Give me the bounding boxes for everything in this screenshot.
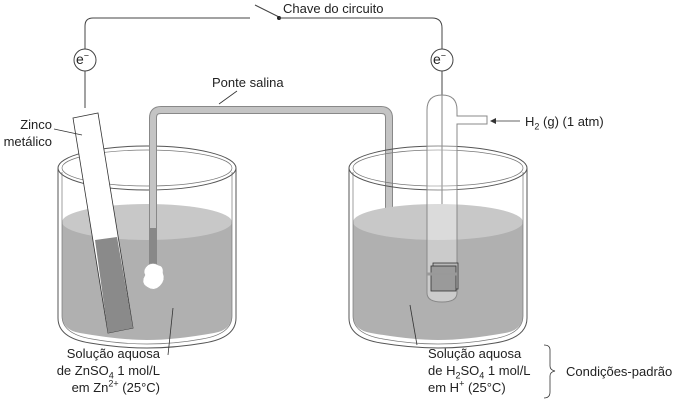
salt-bridge-leader bbox=[218, 90, 238, 105]
h2-state: (g) (1 atm) bbox=[539, 114, 604, 129]
conditions-label: Condições-padrão bbox=[566, 364, 673, 379]
electron-charge: − bbox=[83, 50, 90, 61]
zinc-label: Zinco metálico bbox=[0, 116, 52, 150]
left-solution-line2: de ZnSO4 1 mol/L bbox=[40, 362, 160, 381]
left-solution-line1: Solução aquosa bbox=[66, 346, 160, 361]
zinc-label-line1: Zinco bbox=[20, 117, 52, 132]
subscript: 2 bbox=[455, 370, 461, 381]
subscript: 4 bbox=[108, 370, 114, 381]
electron-label-right: e− bbox=[433, 51, 446, 68]
wire-right bbox=[279, 17, 443, 270]
superscript: 2+ bbox=[108, 378, 119, 389]
left-solution-leader bbox=[167, 307, 174, 356]
text: SO bbox=[460, 363, 480, 378]
platinum-plate bbox=[430, 265, 457, 292]
text: de H bbox=[428, 363, 456, 378]
text: (25°C) bbox=[464, 380, 506, 395]
hydrogen-electrode bbox=[426, 94, 488, 303]
subscript: 4 bbox=[479, 370, 485, 381]
wire-left bbox=[84, 17, 250, 108]
conditions-brace bbox=[543, 344, 556, 399]
zinc-electrode bbox=[72, 112, 134, 334]
salt-bridge-label: Ponte salina bbox=[212, 75, 284, 90]
switch-lever bbox=[254, 4, 280, 18]
cotton-plug-left bbox=[142, 263, 165, 290]
zinc-label-line2: metálico bbox=[3, 134, 52, 149]
electron-charge: − bbox=[440, 50, 447, 61]
text: em H bbox=[428, 380, 460, 395]
right-solution-label: Solução aquosa de H2SO4 1 mol/L em H+ (2… bbox=[428, 345, 531, 396]
electron-indicator-right bbox=[430, 48, 454, 72]
h2-label: H2 (g) (1 atm) bbox=[525, 113, 604, 132]
text: 1 mol/L bbox=[113, 363, 160, 378]
electron-symbol: e bbox=[76, 51, 84, 67]
h2-arrowhead bbox=[490, 118, 496, 124]
h2-subscript: 2 bbox=[534, 121, 540, 132]
electron-label-left: e− bbox=[76, 51, 89, 68]
text: em Zn bbox=[71, 380, 109, 395]
left-solution-label: Solução aquosa de ZnSO4 1 mol/L em Zn2+ … bbox=[40, 345, 160, 396]
text: (25°C) bbox=[118, 380, 160, 395]
right-solution-line3: em H+ (25°C) bbox=[428, 379, 531, 396]
zinc-label-leader bbox=[53, 128, 83, 136]
superscript: + bbox=[459, 378, 465, 389]
right-solution-line1: Solução aquosa bbox=[428, 346, 522, 361]
left-solution-line3: em Zn2+ (25°C) bbox=[40, 379, 160, 396]
h2-symbol: H bbox=[525, 114, 535, 129]
right-solution-line2: de H2SO4 1 mol/L bbox=[428, 362, 531, 381]
electron-indicator-left bbox=[73, 48, 97, 72]
electron-symbol: e bbox=[433, 51, 441, 67]
right-solution-leader bbox=[409, 304, 418, 346]
text: 1 mol/L bbox=[484, 363, 531, 378]
switch-label: Chave do circuito bbox=[283, 1, 384, 16]
text: de ZnSO bbox=[56, 363, 109, 378]
